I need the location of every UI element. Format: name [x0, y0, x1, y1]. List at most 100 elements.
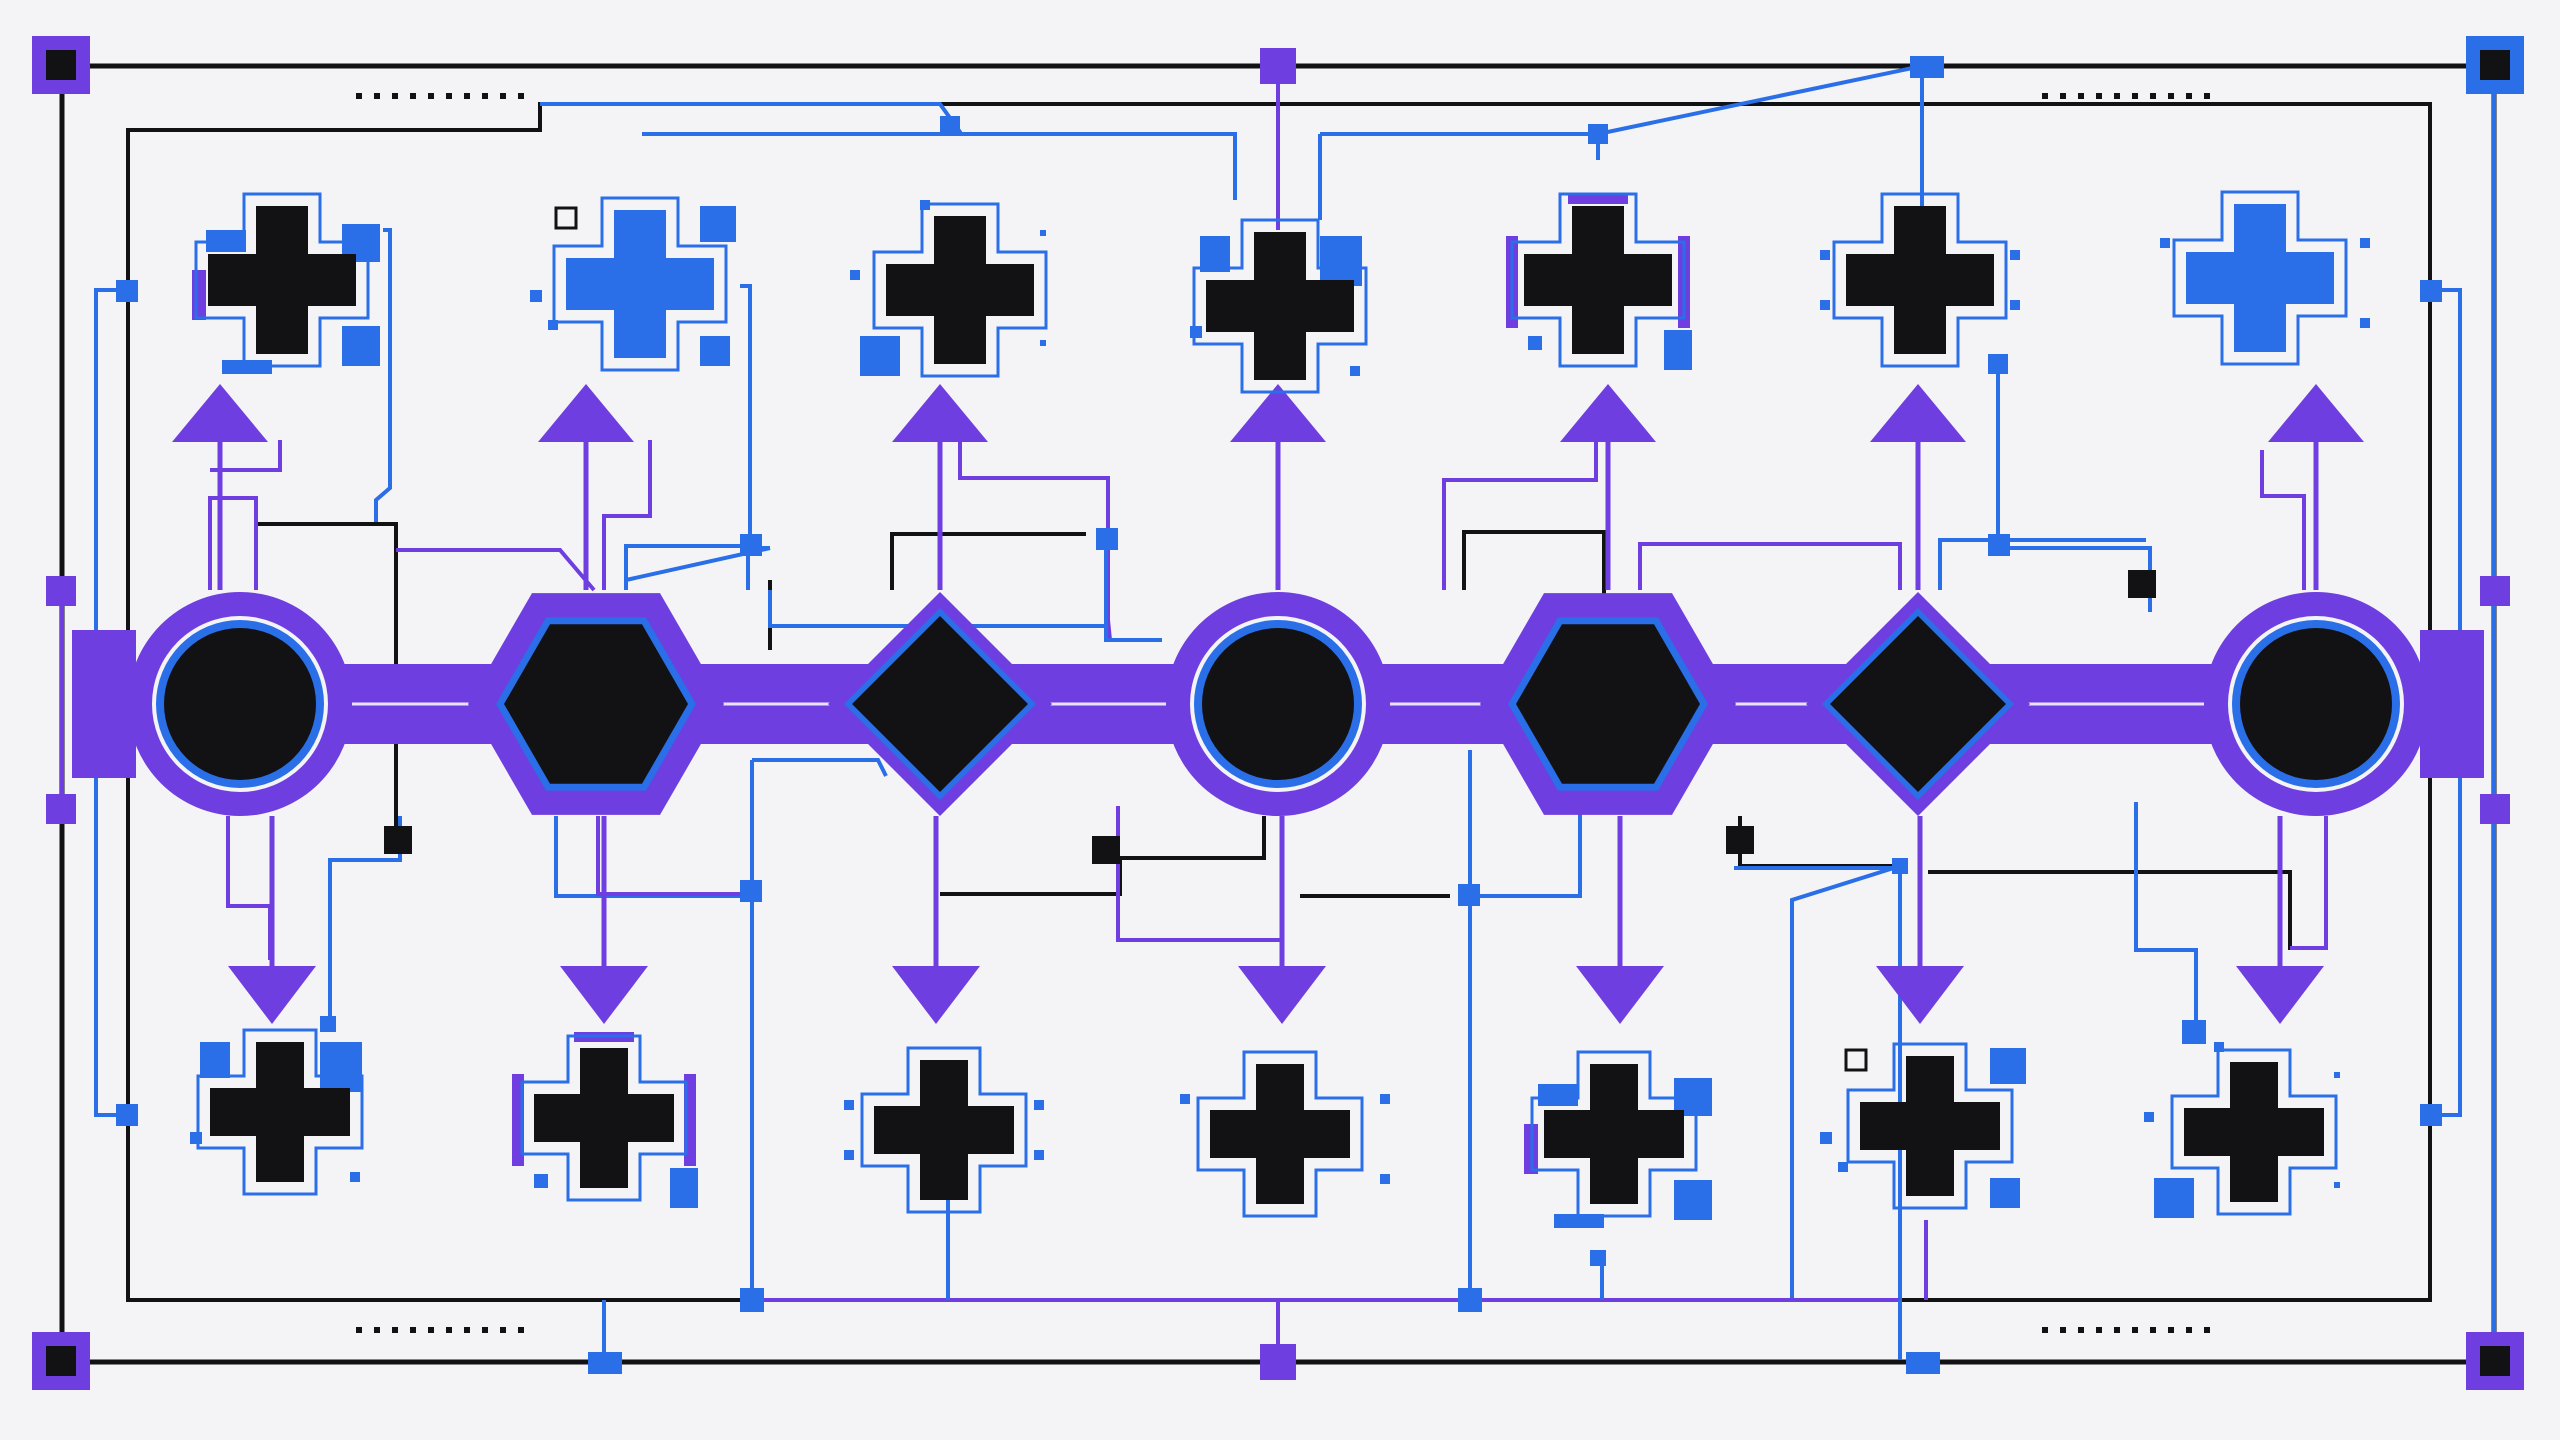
cross-outline — [1530, 1050, 1698, 1218]
bottom-cross — [512, 1032, 698, 1208]
top-cross — [1820, 192, 2020, 368]
chip-pad — [1990, 1178, 2020, 1208]
chip-pad — [1320, 236, 1362, 286]
chip-pad — [2144, 1112, 2154, 1122]
node-core — [1830, 616, 2006, 792]
arrows — [172, 384, 2364, 1024]
bus-end-left — [72, 630, 136, 778]
chip-pad — [2360, 318, 2370, 328]
top-cross — [1506, 192, 1692, 370]
chip-pad — [200, 1042, 230, 1078]
up-arrow — [1870, 384, 1966, 442]
bus-node-diamond — [1806, 592, 2030, 816]
chip-details — [1820, 1048, 2026, 1208]
chip-pad — [1820, 250, 1830, 260]
chip-details — [1820, 250, 2020, 310]
chip-details — [1506, 194, 1692, 370]
dotted-marks — [356, 93, 2216, 1333]
chip-pad — [2160, 238, 2170, 248]
bus-nodes — [128, 592, 2428, 816]
down-arrow — [2236, 966, 2324, 1024]
cross-outline — [1832, 192, 2008, 368]
cross-icon — [1846, 206, 1994, 354]
chip-pad — [1040, 230, 1046, 236]
chip-pad — [1040, 340, 1046, 346]
down-arrow — [892, 966, 980, 1024]
up-arrow — [892, 384, 988, 442]
bus-node-circle — [1166, 592, 1390, 816]
bus-node-hexagon — [1480, 593, 1736, 815]
top-cross — [850, 200, 1048, 378]
chip-pad — [1568, 194, 1628, 204]
cross-icon — [2184, 1062, 2324, 1202]
frame-corner-nodes — [32, 36, 2524, 1390]
junction-squares — [320, 116, 2206, 1312]
cross-outline — [860, 1046, 1028, 1214]
chip-pad — [1528, 336, 1542, 350]
cross-outline — [1846, 1042, 2014, 1210]
node-core — [504, 624, 688, 784]
chip-pad — [1380, 1174, 1390, 1184]
chip-pad — [1034, 1150, 1044, 1160]
up-arrow — [538, 384, 634, 442]
node-core — [1516, 624, 1700, 784]
node-core — [164, 628, 316, 780]
chip-pad — [1190, 326, 1202, 338]
cross-outline — [520, 1034, 688, 1202]
cross-outline — [1510, 192, 1686, 368]
chip-pad — [350, 1172, 360, 1182]
chip-pad — [844, 1150, 854, 1160]
chip-pad — [860, 336, 900, 376]
cross-icon — [874, 1060, 1014, 1200]
cross-outline — [2172, 190, 2348, 366]
down-arrow — [560, 966, 648, 1024]
cross-icon — [886, 216, 1034, 364]
top-cross — [192, 192, 380, 374]
cross-icon — [566, 210, 714, 358]
bottom-cross — [2144, 1042, 2340, 1218]
top-cross — [2160, 190, 2370, 366]
chip-details — [1180, 1094, 1390, 1184]
chip-pad — [320, 1042, 362, 1092]
chip-pad — [2154, 1178, 2194, 1218]
cross-outline — [194, 192, 370, 368]
chip-pad — [342, 326, 380, 366]
chip-pad — [530, 290, 542, 302]
top-cross — [1190, 218, 1368, 394]
cross-icon — [1524, 206, 1672, 354]
chip-pad — [548, 320, 558, 330]
chip-pad — [1664, 330, 1692, 370]
cross-outline — [552, 196, 728, 372]
chip-pad — [1350, 366, 1360, 376]
node-core — [2240, 628, 2392, 780]
chip-pad — [2334, 1182, 2340, 1188]
cross-outline — [872, 202, 1048, 378]
chip-pad — [1844, 1048, 1868, 1072]
cross-icon — [1544, 1064, 1684, 1204]
chip-pad — [1538, 1084, 1578, 1106]
chip-pad — [700, 206, 736, 242]
cross-icon — [1206, 232, 1354, 380]
down-arrow — [1238, 966, 1326, 1024]
chip-details — [530, 206, 736, 366]
bus-node-circle — [2204, 592, 2428, 816]
chip-pad — [1838, 1162, 1848, 1172]
chip-pad — [2360, 238, 2370, 248]
node-core — [1202, 628, 1354, 780]
up-arrow — [1560, 384, 1656, 442]
chip-pad — [700, 336, 730, 366]
bus-node-diamond — [828, 592, 1052, 816]
cross-icon — [1860, 1056, 2000, 1196]
bottom-cross-row — [190, 1028, 2340, 1228]
bus-end-right — [2420, 630, 2484, 778]
cross-outline — [1196, 1050, 1364, 1218]
chip-pad — [2010, 250, 2020, 260]
chip-details — [1190, 236, 1362, 376]
chip-pad — [1674, 1180, 1712, 1220]
chip-details — [2144, 1042, 2340, 1218]
bottom-cross — [190, 1028, 364, 1196]
inner-frame — [126, 102, 2432, 1302]
down-arrow — [228, 966, 316, 1024]
cross-outline — [196, 1028, 364, 1196]
